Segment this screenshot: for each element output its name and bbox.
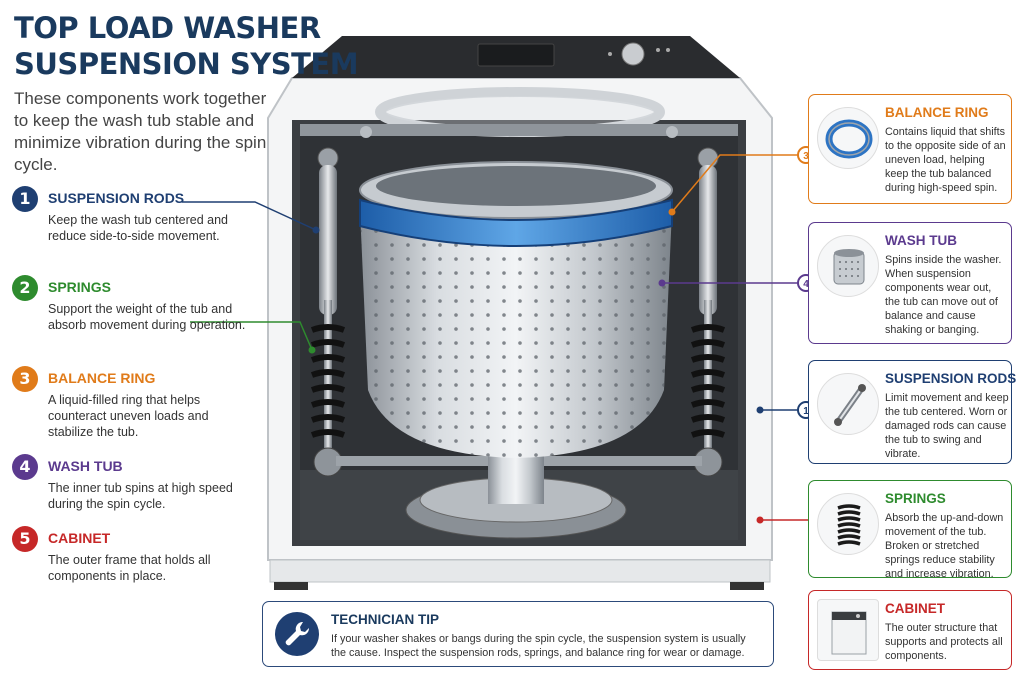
card-description: Spins inside the washer. When suspension… <box>885 254 1002 336</box>
card-description: Limit movement and keep the tub centered… <box>885 392 1009 460</box>
callout-wash-tub-number: 4 <box>803 279 809 290</box>
card-title: SPRINGS <box>885 491 946 506</box>
tip-description: If your washer shakes or bangs during th… <box>331 633 746 659</box>
legend-title: WASH TUB <box>48 458 123 474</box>
card-title: BALANCE RING <box>885 105 989 120</box>
legend-title: CABINET <box>48 530 111 546</box>
legend-description: The inner tub spins at high speed during… <box>48 481 233 511</box>
title-line-2: SUSPENSION SYSTEM <box>14 47 359 81</box>
legend-title: SUSPENSION RODS <box>48 190 185 206</box>
card-springs: SPRINGS Absorb the up-and-down movement … <box>808 480 1012 580</box>
legend-description: The outer frame that holds all component… <box>48 553 211 583</box>
legend-description: Support the weight of the tub and absorb… <box>48 302 246 332</box>
drive-base <box>336 440 702 539</box>
page-title: TOP LOAD WASHER SUSPENSION SYSTEM <box>14 10 359 82</box>
legend-description: Keep the wash tub centered and reduce si… <box>48 213 228 243</box>
balance-ring <box>359 198 673 247</box>
spring-icon <box>817 493 879 555</box>
title-line-1: TOP LOAD WASHER <box>14 11 321 45</box>
legend-number-badge: 1 <box>12 186 38 212</box>
intro-text: These components work together to keep t… <box>14 89 267 174</box>
balance-ring-icon <box>817 107 879 169</box>
wash-tub <box>359 161 673 458</box>
legend-description: A liquid-filled ring that helps countera… <box>48 393 209 439</box>
spring-left <box>310 324 346 438</box>
legend-title: BALANCE RING <box>48 370 156 386</box>
tip-title: TECHNICIAN TIP <box>331 612 439 627</box>
legend-number-badge: 3 <box>12 366 38 392</box>
legend-number-badge: 5 <box>12 526 38 552</box>
card-description: Absorb the up-and-down movement of the t… <box>885 512 1004 580</box>
card-title: WASH TUB <box>885 233 957 248</box>
card-balance-ring: BALANCE RING Contains liquid that shifts… <box>808 94 1012 204</box>
legend-title: SPRINGS <box>48 279 112 295</box>
legend-number-badge: 2 <box>12 275 38 301</box>
wrench-icon <box>275 612 319 656</box>
card-wash-tub: WASH TUB Spins inside the washer. When s… <box>808 222 1012 344</box>
spring-right <box>690 324 726 438</box>
wash-tub-icon <box>817 235 879 297</box>
leader-lines <box>182 154 808 521</box>
card-description: Contains liquid that shifts to the oppos… <box>885 126 1006 194</box>
callout-suspension-rods-number: 1 <box>803 406 809 417</box>
card-cabinet: CABINET The outer structure that support… <box>808 590 1012 670</box>
washer-cabinet-icon <box>817 599 879 661</box>
suspension-rod-left <box>310 147 346 477</box>
suspension-rod-icon <box>817 373 879 435</box>
technician-tip-box: TECHNICIAN TIP If your washer shakes or … <box>262 601 774 667</box>
legend-number-badge: 4 <box>12 454 38 480</box>
card-title: SUSPENSION RODS <box>885 371 1017 386</box>
card-title: CABINET <box>885 601 945 616</box>
card-suspension-rods: SUSPENSION RODS Limit movement and keep … <box>808 360 1016 464</box>
callout-balance-ring-number: 3 <box>803 151 809 162</box>
card-description: The outer structure that supports and pr… <box>885 622 1003 662</box>
